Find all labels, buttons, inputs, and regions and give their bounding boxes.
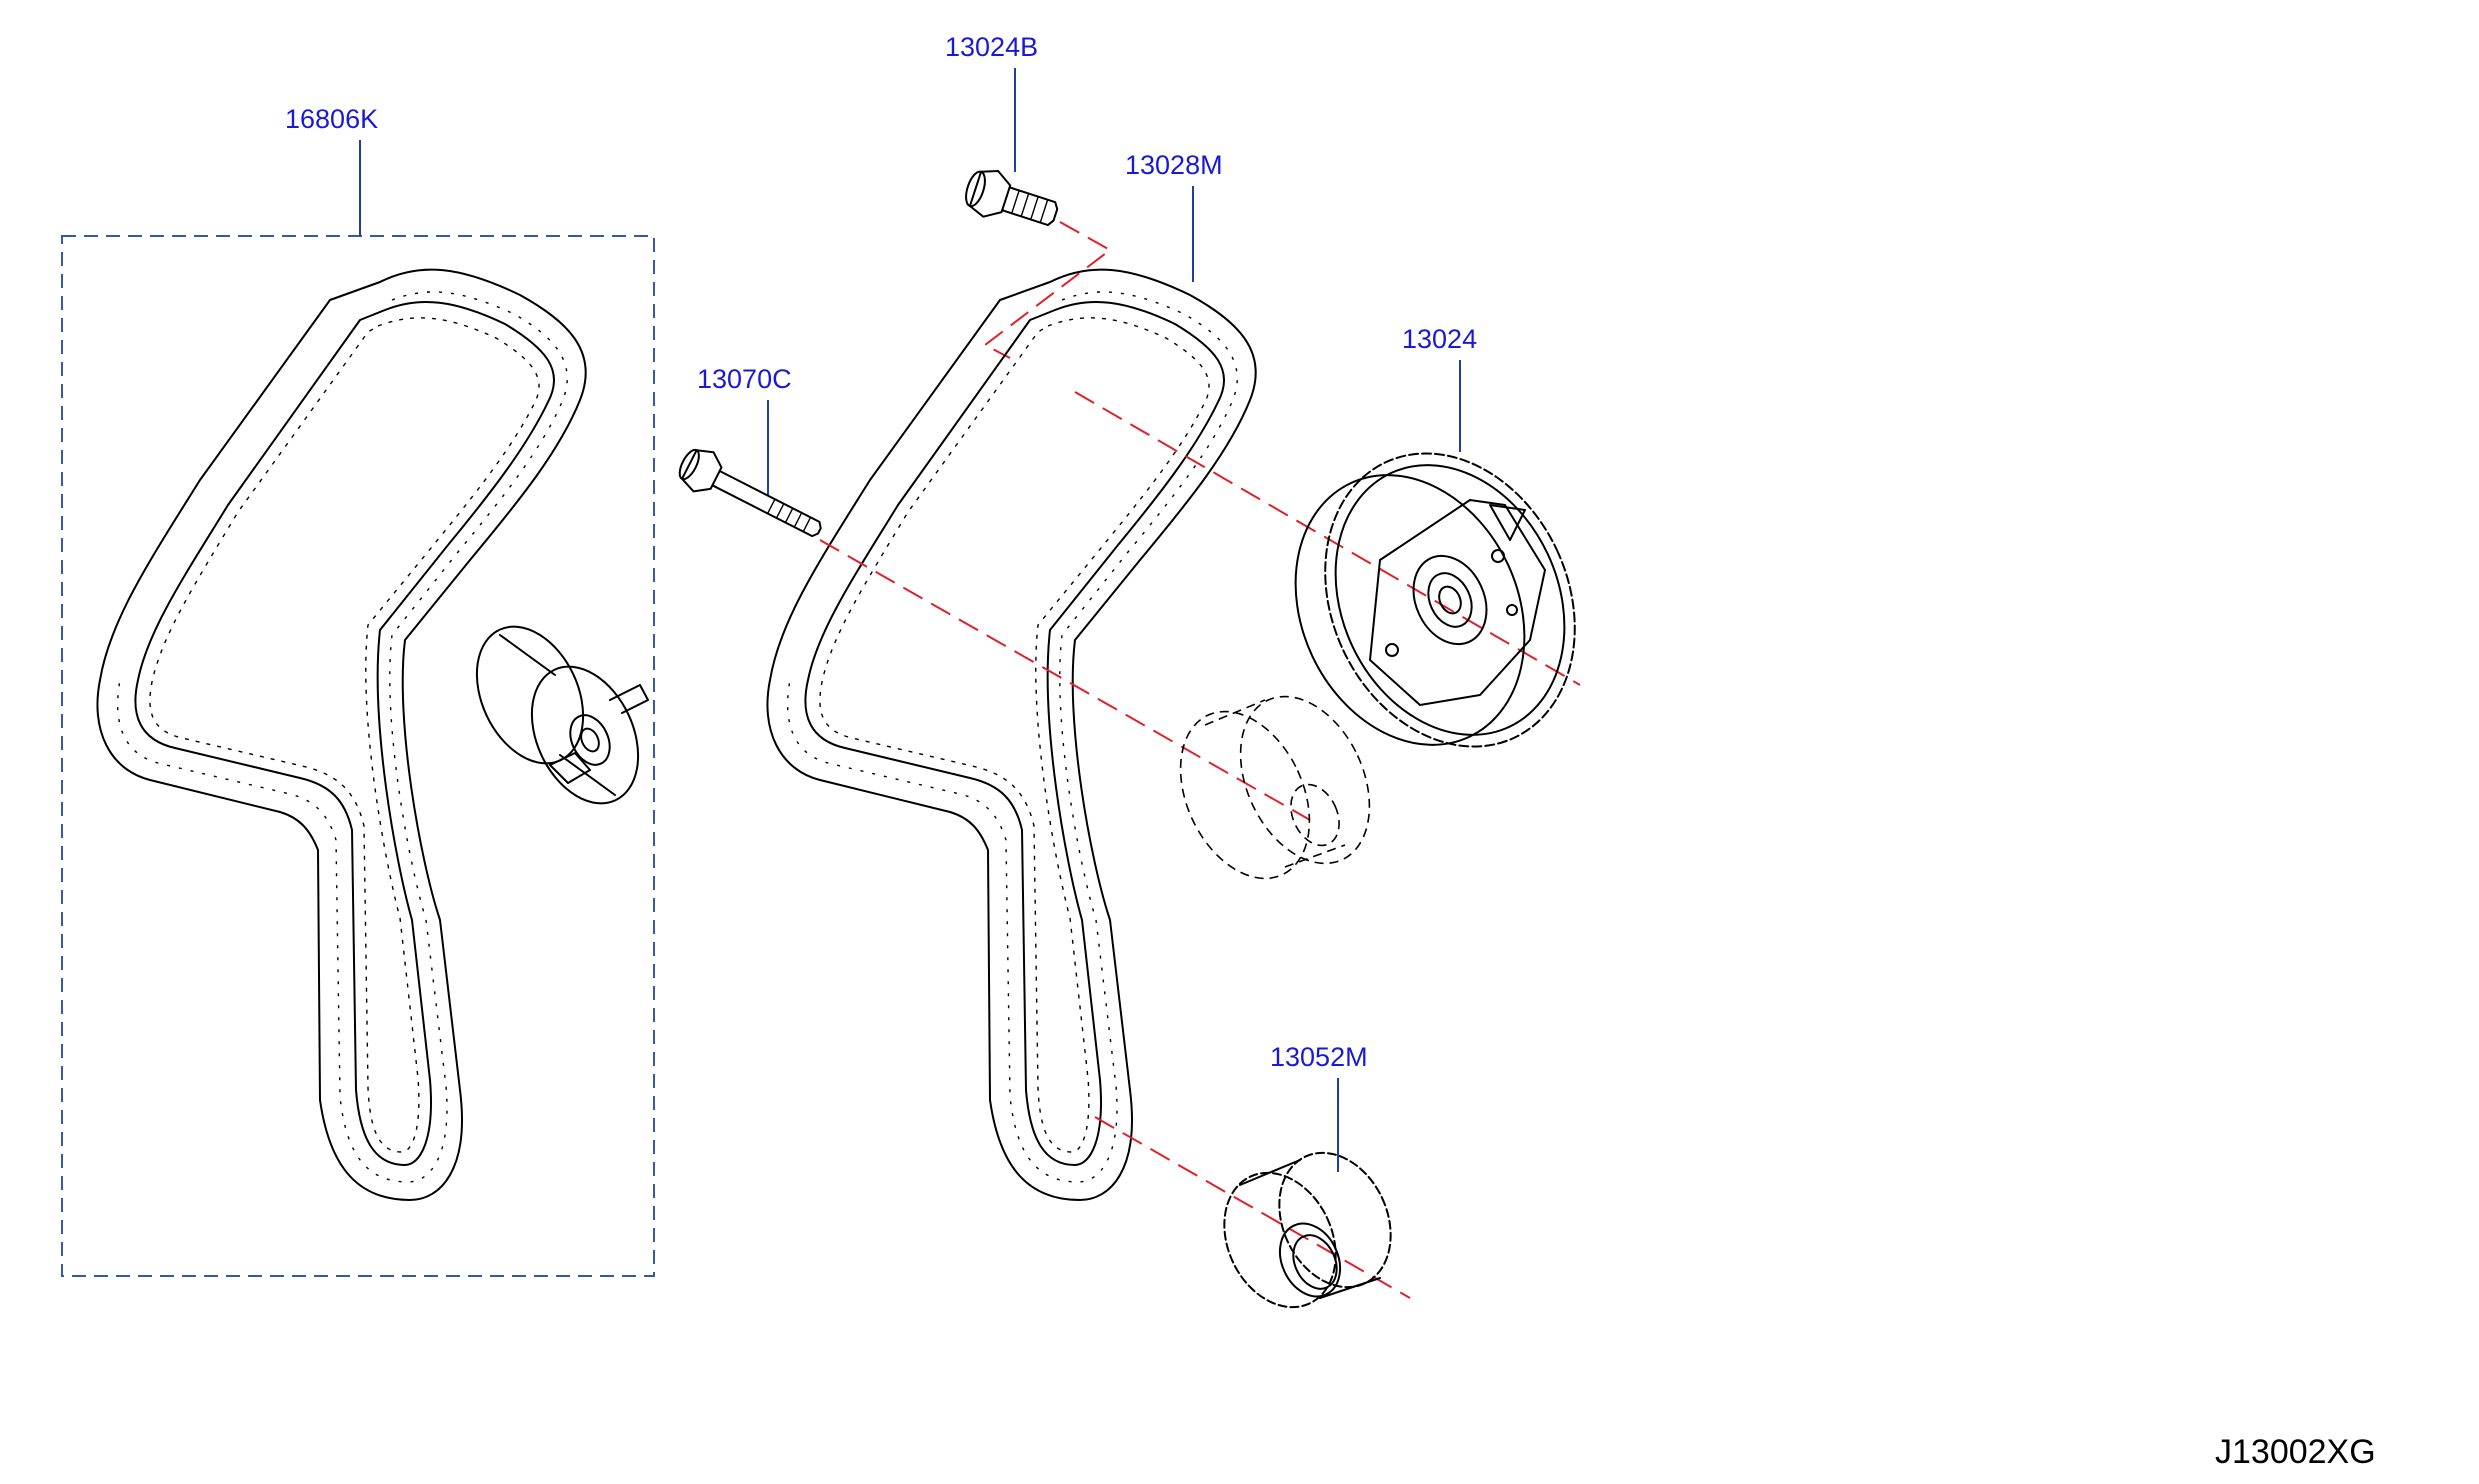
- callout-13052M[interactable]: 13052M: [1270, 1042, 1368, 1072]
- callout-13024[interactable]: 13024: [1402, 324, 1477, 354]
- callout-16806K[interactable]: 16806K: [285, 104, 378, 134]
- axis-line-13024: [1074, 391, 1581, 686]
- callout-13028M[interactable]: 13028M: [1125, 150, 1223, 180]
- figure-id: J13002XG: [2215, 1433, 2376, 1471]
- callout-13024B[interactable]: 13024B: [945, 32, 1038, 62]
- axis-line-13024B: [983, 221, 1112, 359]
- axis-line-13070C: [819, 539, 1311, 821]
- timing-belt-13028M-icon: [766, 268, 1257, 1201]
- tensioner-pulley-icon: [455, 608, 660, 822]
- camshaft-sprocket-icon: [1294, 452, 1576, 748]
- callout-13070C[interactable]: 13070C: [697, 364, 792, 394]
- long-bolt-13070C-icon: [678, 448, 822, 538]
- timing-belt-kit-icon: [96, 268, 587, 1201]
- phantom-sprocket-icon: [1179, 695, 1371, 880]
- kit-boundary-box: [61, 235, 655, 1277]
- axis-line-13052M: [1094, 1116, 1411, 1299]
- crankshaft-sprocket-icon: [1223, 1151, 1392, 1309]
- flange-bolt-13024B-icon: [965, 170, 1059, 227]
